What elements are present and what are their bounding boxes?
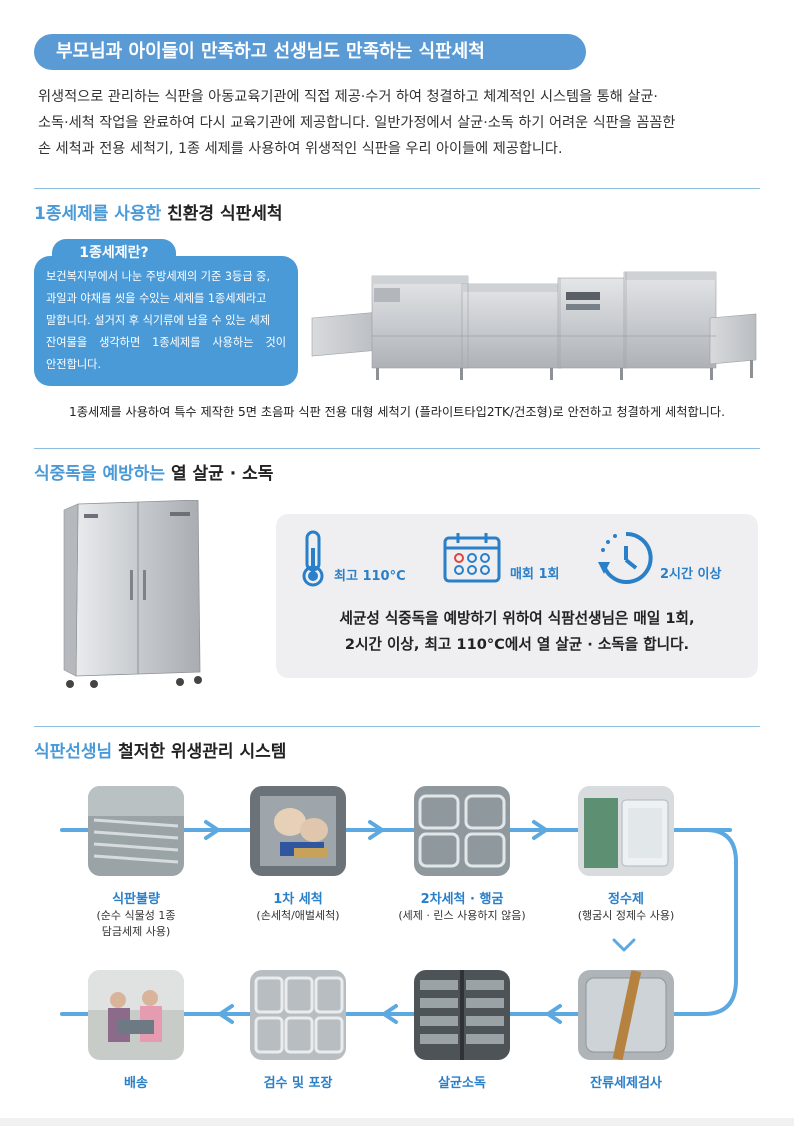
section-heading-highlight: 식중독을 예방하는 [34, 464, 166, 484]
definition-line: 말합니다. 설거지 후 식기류에 남을 수 있는 세제 [46, 314, 271, 327]
stat-label: 매회 1회 [510, 567, 560, 582]
definition-line: 보건복지부에서 나눈 주방세제의 기준 3등급 중, [46, 270, 271, 283]
section-heading-highlight: 1종세제를 사용한 [34, 204, 162, 224]
step-subtitle: (손세척/애벌세척) [218, 908, 378, 924]
stat-label: 최고 110°C [334, 569, 406, 584]
step-subtitle-line: (손세척/애벌세척) [256, 909, 340, 922]
footer-bar [0, 1118, 794, 1126]
definition-line: 안전합니다. [46, 358, 102, 371]
step-photo-sterilize [414, 970, 510, 1060]
section-hygiene-heading: 식판선생님 철저한 위생관리 시스템 [34, 726, 760, 762]
definition-line: 잔여물을 생각하면 1종세제를 사용하는 것이 [46, 336, 286, 349]
section-heading-rest: 열 살균 · 소독 [170, 464, 274, 484]
stat-duration: 2시간 이상 [596, 528, 721, 588]
panel-line: 세균성 식중독을 예방하기 위하여 식팜선생님은 매일 1회, [339, 610, 695, 627]
step-photo-delivery [88, 970, 184, 1060]
step-title: 2차세척 · 행굼 [420, 892, 504, 907]
step-title: 배송 [124, 1076, 148, 1091]
clock-icon [598, 531, 653, 584]
hero-title-pill: 부모님과 아이들이 만족하고 선생님도 만족하는 식판세척 [34, 34, 586, 70]
step-title: 식판불량 [112, 892, 160, 907]
hero-title: 부모님과 아이들이 만족하고 선생님도 만족하는 식판세척 [56, 41, 485, 62]
intro-line: 위생적으로 관리하는 식판을 아동교육기관에 직접 제공·수거 하여 청결하고 … [38, 89, 658, 105]
step-photo-packaging [250, 970, 346, 1060]
stat-frequency: 매회 1회 [442, 532, 559, 584]
definition-line: 과일과 야채를 씻을 수있는 세제를 1종세제라고 [46, 292, 267, 305]
sterilizer-cabinet-image [63, 500, 202, 688]
step-photo-residue-test [578, 970, 674, 1060]
section-heading-rest: 철저한 위생관리 시스템 [118, 742, 287, 762]
intro-paragraph: 위생적으로 관리하는 식판을 아동교육기관에 직접 제공·수거 하여 청결하고 … [38, 84, 768, 162]
definition-box: 보건복지부에서 나눈 주방세제의 기준 3등급 중, 과일과 야채를 씻을 수있… [34, 256, 298, 386]
section-heading-highlight: 식판선생님 [34, 742, 113, 762]
step-subtitle-line: (순수 식물성 1종 [96, 909, 176, 922]
washer-caption: 1종세제를 사용하여 특수 제작한 5면 초음파 식판 전용 대형 세척기 (플… [69, 405, 725, 419]
step-subtitle: (세제 · 린스 사용하지 않음) [382, 908, 542, 924]
step-subtitle-line: (행굼시 정제수 사용) [577, 909, 675, 922]
step-photo-handwash [250, 786, 346, 876]
section-sterilize-heading: 식중독을 예방하는 열 살균 · 소독 [34, 448, 760, 484]
step-photo-purified-water [578, 786, 674, 876]
step-subtitle: (행굼시 정제수 사용) [546, 908, 706, 924]
section-heading-rest: 친환경 식판세척 [167, 204, 283, 224]
section-detergent-heading: 1종세제를 사용한 친환경 식판세척 [34, 188, 760, 224]
step-photo-rinse [414, 786, 510, 876]
stat-label: 2시간 이상 [660, 567, 722, 582]
intro-line: 소독·세척 작업을 완료하여 다시 교육기관에 제공합니다. 일반가정에서 살균… [38, 115, 676, 131]
calendar-icon [443, 533, 501, 583]
hygiene-process-flow: 식판불량 (순수 식물성 1종 담금세제 사용) 1차 세척 (손세척/애벌세척… [0, 770, 794, 1120]
step-title: 1차 세척 [273, 892, 323, 907]
stat-temperature: 최고 110°C [298, 530, 406, 588]
step-photo-soak [88, 786, 184, 876]
dishwasher-machine-image [311, 271, 757, 380]
panel-line: 2시간 이상, 최고 110°C에서 열 살균 · 소독을 합니다. [344, 636, 690, 653]
step-title: 살균소독 [438, 1076, 486, 1091]
step-title: 정수제 [608, 892, 644, 907]
sterilization-info-panel: 최고 110°C 매회 1회 2시간 이상 세균성 식중독을 [276, 514, 758, 678]
thermometer-icon [302, 530, 324, 587]
step-title: 검수 및 포장 [263, 1076, 333, 1091]
step-subtitle-line: 담금세제 사용) [101, 925, 171, 938]
step-subtitle: (순수 식물성 1종 담금세제 사용) [56, 908, 216, 940]
step-subtitle-line: (세제 · 린스 사용하지 않음) [398, 909, 526, 922]
intro-line: 손 세척과 전용 세척기, 1종 세제를 사용하여 위생적인 식판을 우리 아이… [38, 141, 563, 157]
definition-tab: 1종세제란? [52, 239, 176, 267]
sterilization-description: 세균성 식중독을 예방하기 위하여 식팜선생님은 매일 1회, 2시간 이상, … [276, 606, 758, 658]
step-title: 잔류세제검사 [590, 1076, 662, 1091]
